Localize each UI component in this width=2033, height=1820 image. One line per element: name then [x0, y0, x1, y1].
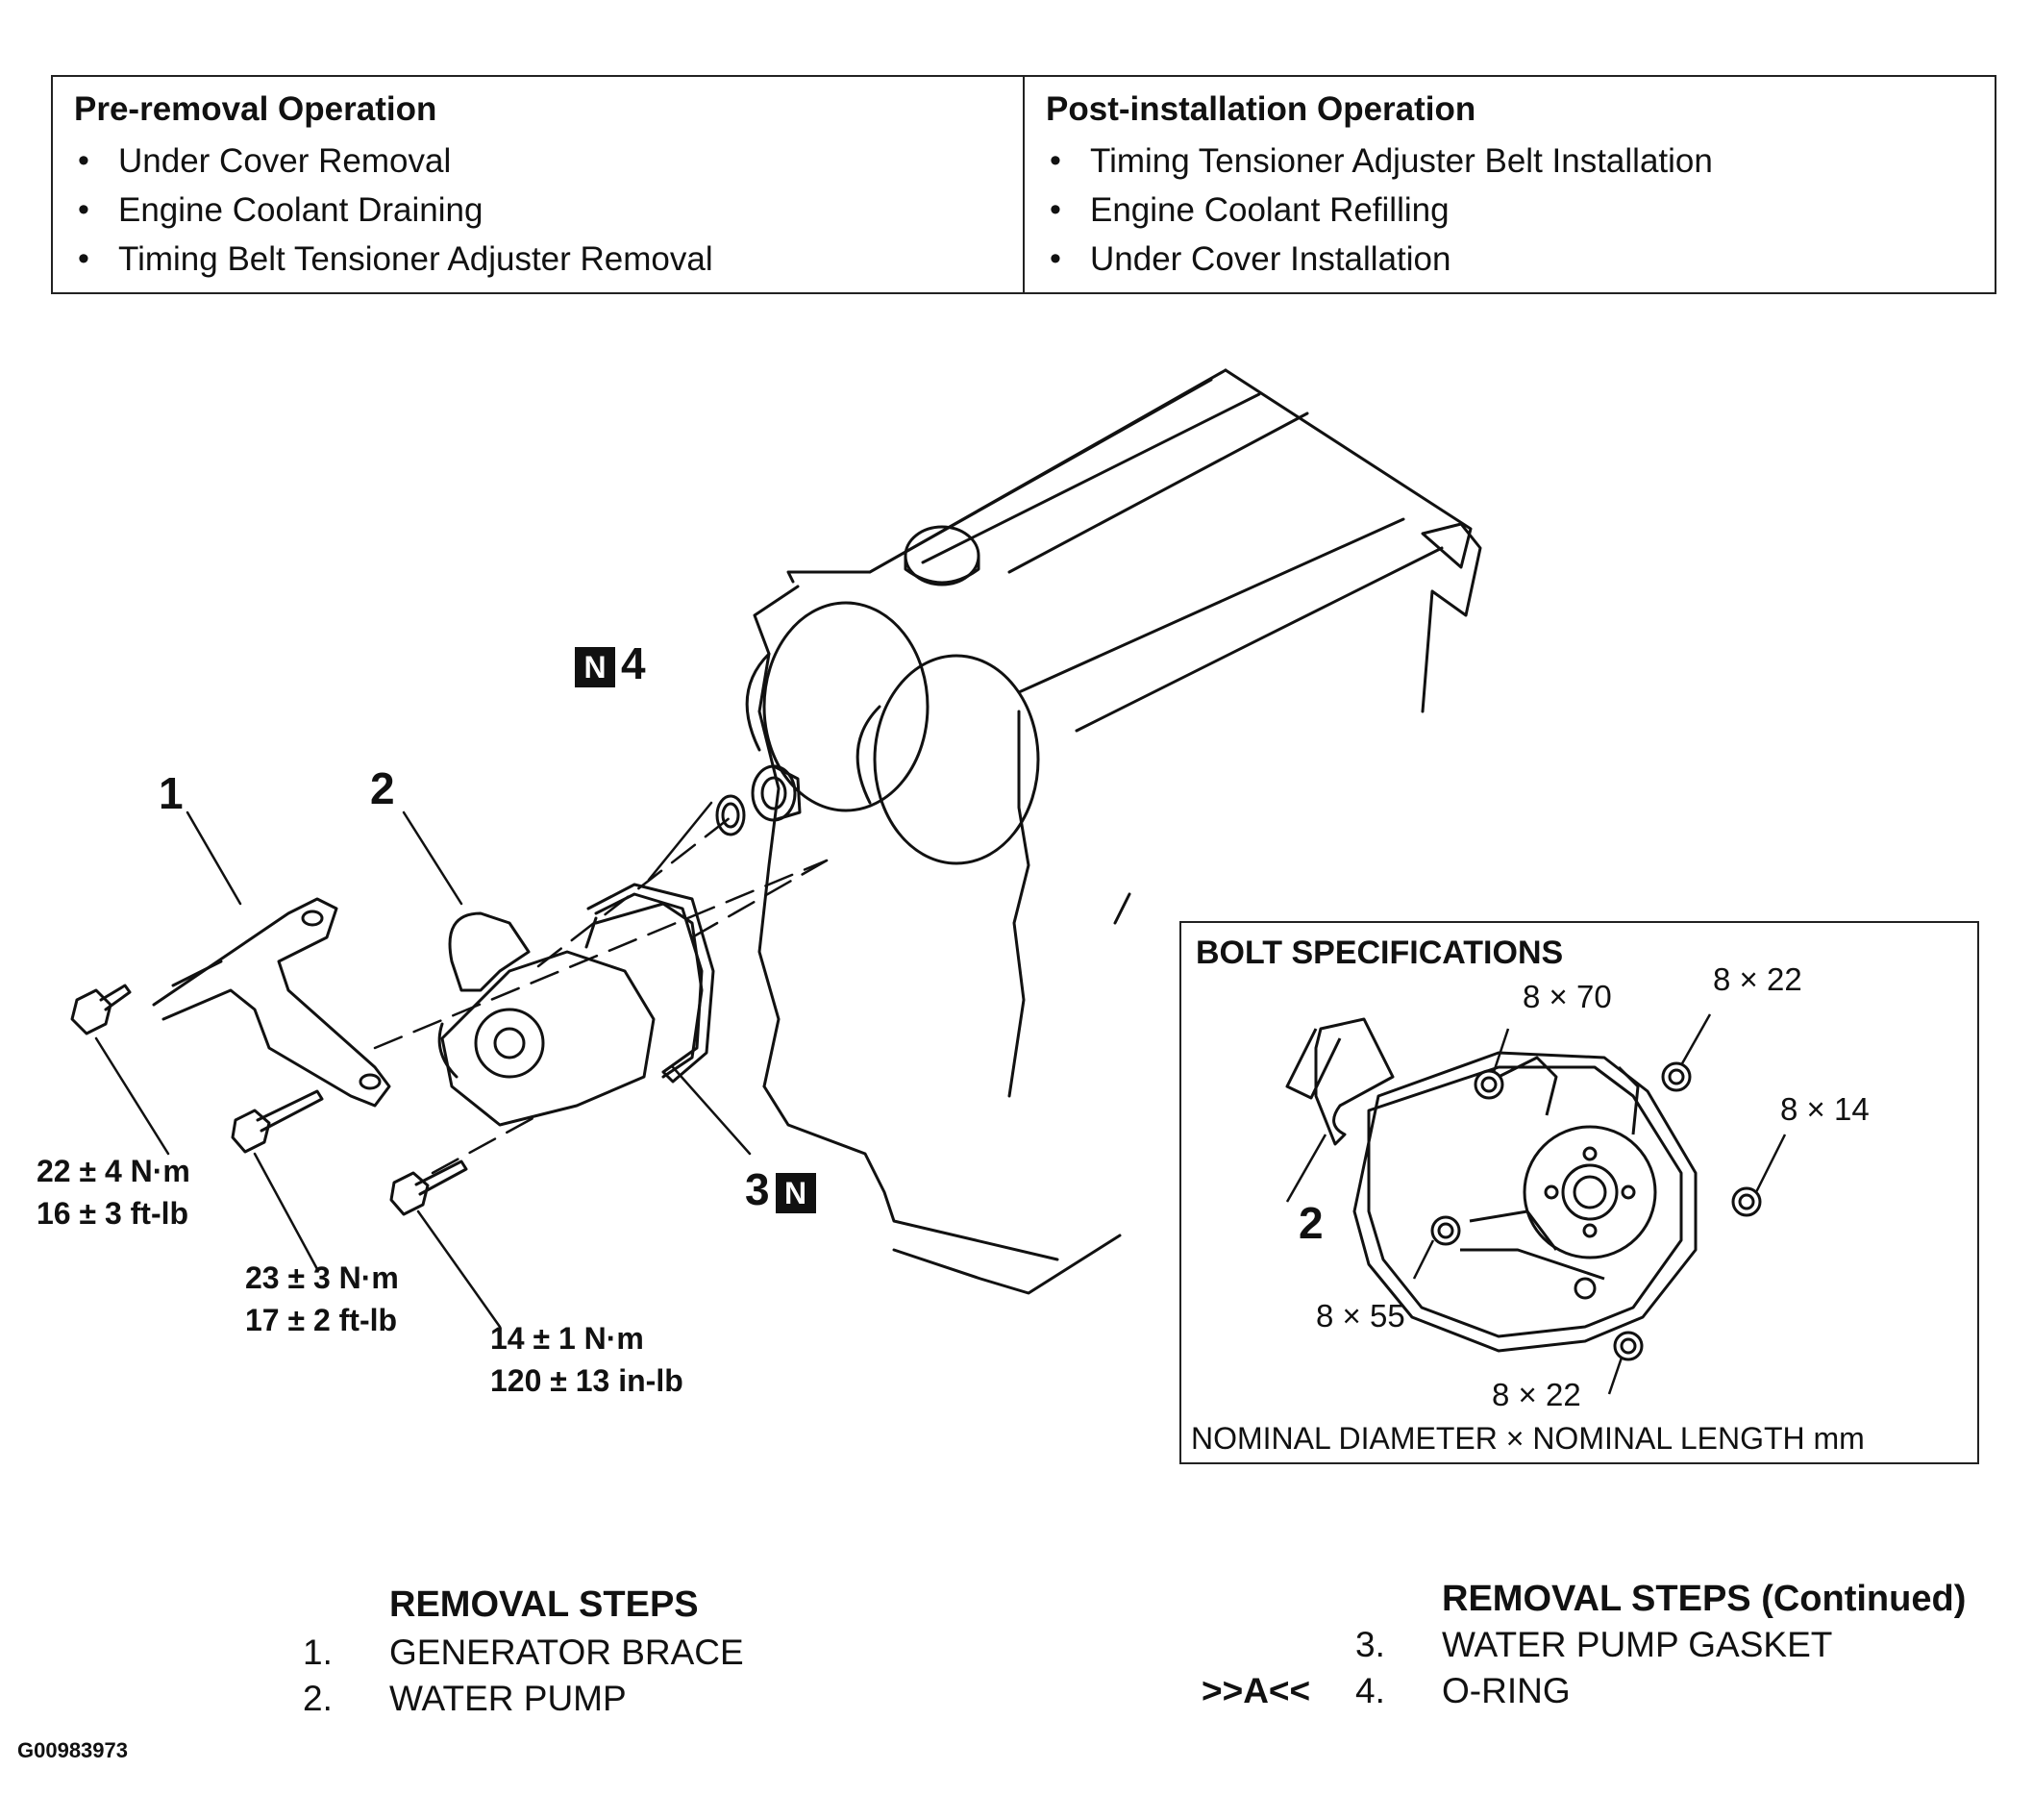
list-item: Engine Coolant Refilling: [1046, 186, 1973, 235]
removal-steps-heading: REMOVAL STEPS: [389, 1584, 699, 1625]
bolt-shapes: [70, 984, 468, 1216]
torque-nm-value: 23 ± 3 N·m: [245, 1260, 399, 1295]
new-part-badge: N: [575, 646, 615, 687]
step-text: O-RING: [1442, 1671, 1571, 1710]
removal-step: 3. WATER PUMP GASKET: [1355, 1625, 1832, 1665]
service-point-mark: >>A<<: [1202, 1671, 1311, 1710]
list-item: Engine Coolant Draining: [74, 186, 1002, 235]
torque-label-2: 23 ± 3 N·m 17 ± 2 ft-lb: [245, 1257, 399, 1341]
generator-brace-shape: [152, 897, 391, 1108]
part-1-callout: 1: [159, 768, 184, 818]
step-number: 2.: [303, 1679, 333, 1718]
bolt-spec-8x14: 8 × 14: [1780, 1091, 1870, 1127]
list-item: Under Cover Installation: [1046, 235, 1973, 284]
bolt-box-part-2-callout: 2: [1299, 1198, 1324, 1248]
part-3-number: 3: [745, 1164, 770, 1214]
step-number: 1.: [303, 1633, 333, 1672]
coolant-pipe-stub: [751, 764, 802, 822]
bolt-spec-8x22-bottom: 8 × 22: [1492, 1377, 1581, 1412]
o-ring-shape: [715, 794, 746, 836]
new-part-badge: N: [775, 1172, 816, 1213]
bolt-spec-8x70: 8 × 70: [1523, 979, 1612, 1014]
step-text: WATER PUMP: [389, 1679, 627, 1718]
bolt-spec-8x55: 8 × 55: [1316, 1298, 1405, 1334]
list-item: Under Cover Removal: [74, 137, 1002, 186]
cam-cover-caps: [745, 601, 1040, 865]
part-4-number: 4: [621, 638, 646, 688]
removal-step: 2. WATER PUMP: [303, 1679, 627, 1719]
operations-table: Pre-removal Operation Under Cover Remova…: [51, 75, 1996, 294]
post-installation-heading: Post-installation Operation: [1046, 90, 1476, 128]
torque-label-3: 14 ± 1 N·m 120 ± 13 in-lb: [490, 1317, 683, 1402]
part-2-callout: 2: [370, 763, 395, 813]
post-installation-column: Post-installation Operation Timing Tensi…: [1023, 77, 1995, 292]
bolt-specifications-box: BOLT SPECIFICATIONS: [1179, 921, 1979, 1464]
pre-removal-list: Under Cover Removal Engine Coolant Drain…: [74, 137, 1002, 284]
step-number: 3.: [1355, 1625, 1385, 1664]
post-installation-list: Timing Tensioner Adjuster Belt Installat…: [1046, 137, 1973, 284]
water-pump-shape: [437, 902, 704, 1127]
water-pump-gasket-shape: [586, 883, 715, 1084]
torque-ftlb-value: 17 ± 2 ft-lb: [245, 1303, 398, 1337]
removal-step: 1. GENERATOR BRACE: [303, 1633, 744, 1673]
torque-inlb-value: 120 ± 13 in-lb: [490, 1363, 683, 1398]
step-text: GENERATOR BRACE: [389, 1633, 744, 1672]
torque-nm-value: 14 ± 1 N·m: [490, 1321, 644, 1356]
engine-block-outline: [753, 368, 1482, 1295]
torque-nm-value: 22 ± 4 N·m: [37, 1154, 190, 1188]
filler-cap-shape: [904, 525, 980, 586]
pre-removal-column: Pre-removal Operation Under Cover Remova…: [53, 77, 1023, 292]
torque-label-1: 22 ± 4 N·m 16 ± 3 ft-lb: [37, 1150, 190, 1234]
torque-ftlb-value: 16 ± 3 ft-lb: [37, 1196, 189, 1231]
figure-id: G00983973: [17, 1738, 128, 1762]
bolt-spec-footer: NOMINAL DIAMETER × NOMINAL LENGTH mm: [1191, 1421, 1865, 1456]
pump-bolt-pattern-drawing: [1285, 1013, 1787, 1395]
removal-steps-continued-heading: REMOVAL STEPS (Continued): [1442, 1579, 1967, 1619]
bolt-spec-8x22-top: 8 × 22: [1713, 961, 1802, 997]
list-item: Timing Tensioner Adjuster Belt Installat…: [1046, 137, 1973, 186]
leader-lines: [94, 801, 752, 1329]
step-text: WATER PUMP GASKET: [1442, 1625, 1833, 1664]
alignment-lines: [373, 815, 829, 1175]
removal-step: 4. O-RING: [1355, 1671, 1571, 1711]
step-number: 4.: [1355, 1671, 1385, 1710]
bolt-specifications-title: BOLT SPECIFICATIONS: [1196, 935, 1564, 971]
list-item: Timing Belt Tensioner Adjuster Removal: [74, 235, 1002, 284]
pre-removal-heading: Pre-removal Operation: [74, 90, 437, 128]
